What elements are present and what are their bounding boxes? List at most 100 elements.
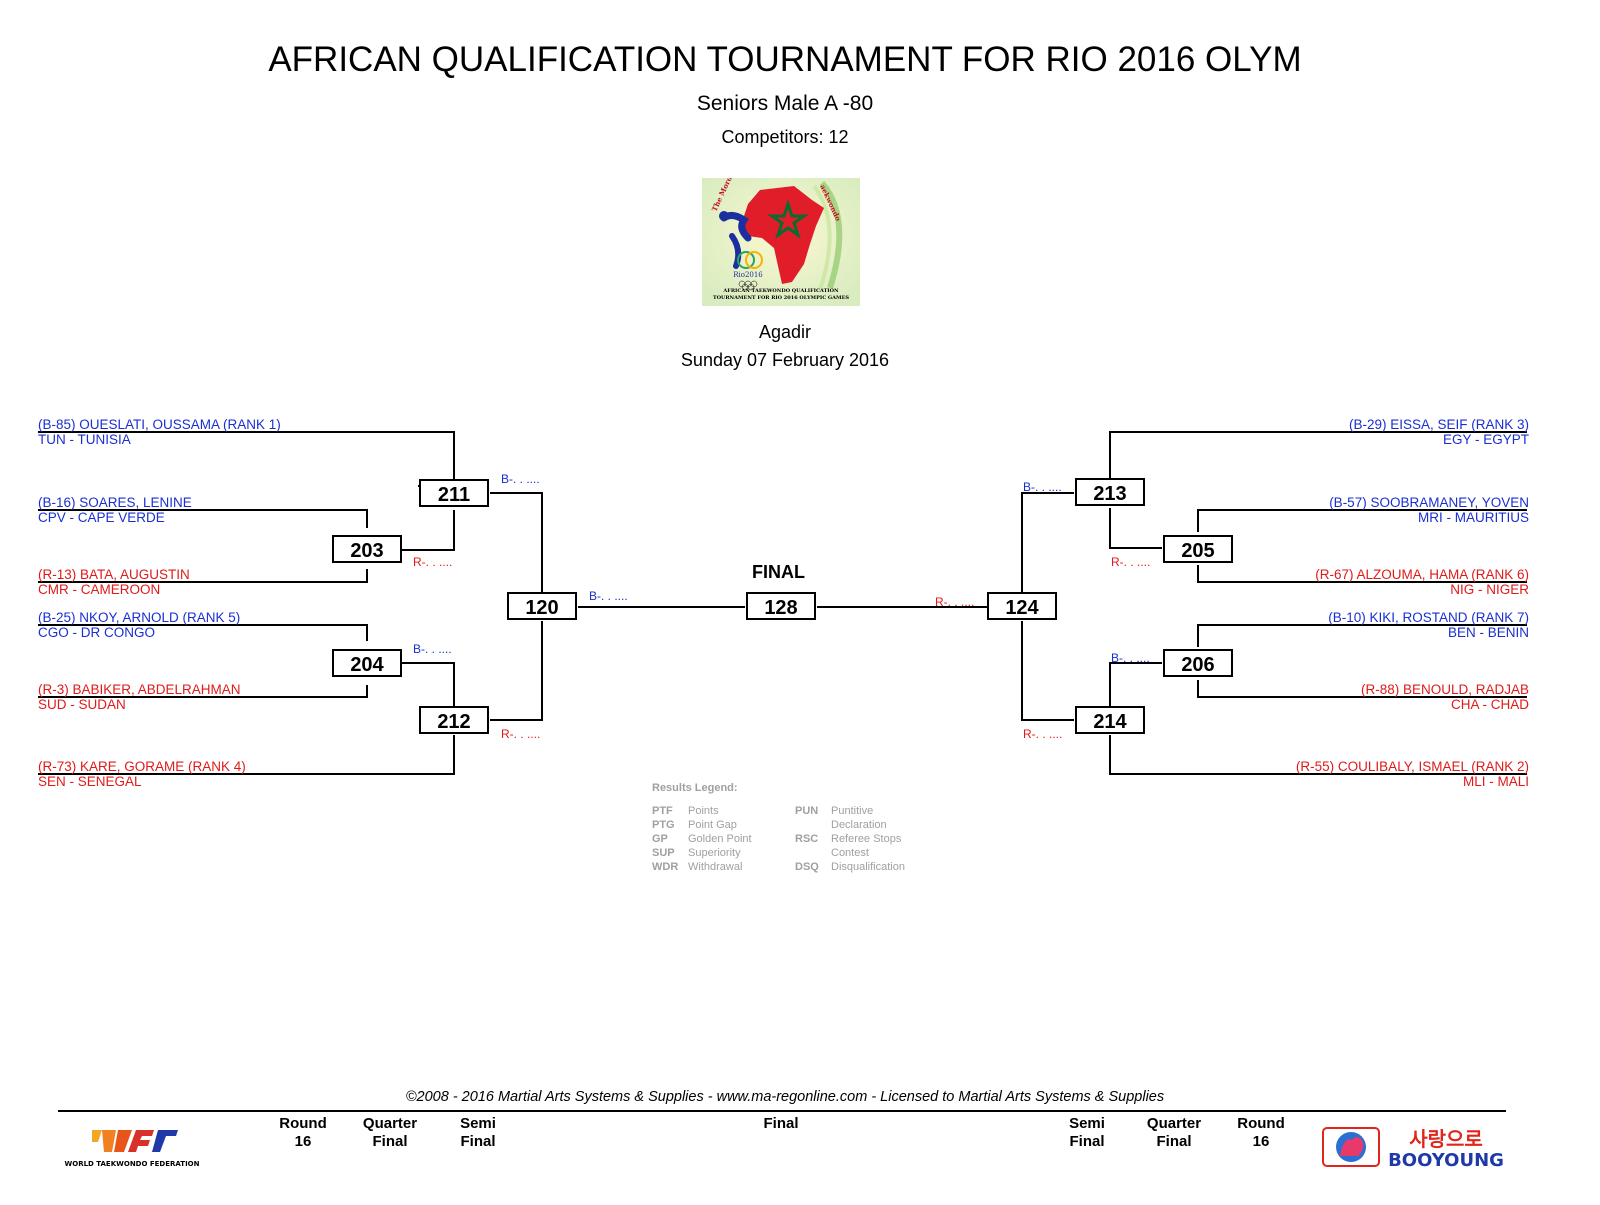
line-214-124: [1021, 621, 1074, 721]
competitor-name: (R-55) COULIBALY, ISMAEL (RANK 2): [1295, 759, 1529, 774]
competitor-right-5: (R-88) BENOULD, RADJAB CHA - CHAD: [1361, 682, 1529, 712]
line-babiker: [38, 685, 368, 698]
competitor-country: CPV - CAPE VERDE: [38, 510, 165, 525]
competitor-country: NIG - NIGER: [1450, 582, 1529, 597]
round-label-line2: Final: [372, 1133, 408, 1150]
legend-code: PTG: [652, 819, 675, 831]
legend-code: DSQ: [795, 861, 819, 873]
round-label-r16-right: Round 16: [1216, 1115, 1306, 1151]
legend-code: GP: [652, 833, 668, 845]
competitor-name: (R-13) BATA, AUGUSTIN: [38, 567, 190, 582]
round-label-qf-left: Quarter Final: [345, 1115, 435, 1151]
line-alzouma: [1197, 565, 1527, 583]
competitor-left-6: (R-73) KARE, GORAME (RANK 4) SEN - SENEG…: [38, 759, 246, 789]
match-box-203[interactable]: 203: [332, 535, 402, 563]
round-label-qf-right: Quarter Final: [1129, 1115, 1219, 1151]
final-label: FINAL: [752, 562, 805, 582]
round-label-line2: Final: [1156, 1133, 1192, 1150]
match-box-204[interactable]: 204: [332, 649, 402, 677]
match-box-120[interactable]: 120: [507, 592, 577, 620]
match-box-205[interactable]: 205: [1163, 535, 1233, 563]
competitor-name: (B-25) NKOY, ARNOLD (RANK 5): [38, 610, 241, 625]
line-203-211: [402, 510, 455, 551]
line-nkoy: [38, 624, 368, 641]
competitor-name: (R-3) BABIKER, ABDELRAHMAN: [38, 682, 241, 697]
result-213: B-. . ....: [1023, 480, 1062, 494]
line-206-214: [1109, 662, 1162, 706]
competitor-right-4: (B-10) KIKI, ROSTAND (RANK 7) BEN - BENI…: [1328, 610, 1529, 640]
page-title: AFRICAN QUALIFICATION TOURNAMENT FOR RIO…: [268, 40, 1302, 79]
competitor-country: SUD - SUDAN: [38, 697, 126, 712]
match-box-211[interactable]: 211: [419, 479, 489, 507]
logo-rio-text: Rio2016: [733, 271, 763, 279]
legend-title: Results Legend:: [652, 782, 738, 794]
legend-code: PUN: [795, 805, 819, 817]
line-213-124: [1021, 492, 1074, 592]
round-label-sf-right: Semi Final: [1042, 1115, 1132, 1151]
competitor-right-3: (R-67) ALZOUMA, HAMA (RANK 6) NIG - NIGE…: [1315, 567, 1529, 597]
competitor-name: (B-10) KIKI, ROSTAND (RANK 7): [1328, 610, 1529, 625]
competitor-country: CGO - DR CONGO: [38, 625, 155, 640]
category-label: Seniors Male A -80: [696, 92, 874, 115]
round-label-sf-left: Semi Final: [433, 1115, 523, 1151]
match-box-124[interactable]: 124: [987, 592, 1057, 620]
round-label-line1: Quarter: [1146, 1115, 1202, 1132]
venue: Agadir: [758, 322, 812, 342]
line-benould: [1197, 680, 1527, 698]
line-212-120: [490, 621, 543, 721]
round-label-line1: Round: [279, 1115, 327, 1132]
competitor-left-4: (B-25) NKOY, ARNOLD (RANK 5) CGO - DR CO…: [38, 610, 240, 640]
legend-desc: Referee Stops: [831, 833, 902, 845]
line-bata: [38, 569, 368, 583]
competitor-country: TUN - TUNISIA: [38, 432, 131, 447]
competitor-country: CHA - CHAD: [1450, 697, 1529, 712]
match-box-212[interactable]: 212: [419, 706, 489, 734]
legend-code: PTF: [652, 805, 673, 817]
wtf-caption: WORLD TAEKWONDO FEDERATION: [65, 1160, 200, 1168]
competitor-left-5: (R-3) BABIKER, ABDELRAHMAN SUD - SUDAN: [38, 682, 241, 712]
competitor-right-6: (R-55) COULIBALY, ISMAEL (RANK 2) MLI - …: [1296, 759, 1529, 789]
legend-desc: Golden Point: [688, 833, 752, 845]
legend-desc: Withdrawal: [688, 861, 743, 873]
line-kiki: [1197, 624, 1527, 647]
competitor-name: (R-67) ALZOUMA, HAMA (RANK 6): [1315, 567, 1529, 582]
competitor-country: MLI - MALI: [1462, 774, 1529, 789]
match-box-214[interactable]: 214: [1075, 706, 1145, 734]
legend-desc: Contest: [831, 847, 869, 859]
result-211: B-. . ....: [501, 472, 540, 486]
match-box-206[interactable]: 206: [1163, 649, 1233, 677]
round-label-line1: Round: [1237, 1115, 1285, 1132]
sponsor-name: BOOYOUNG: [1388, 1150, 1504, 1168]
round-label-line2: Final: [460, 1133, 496, 1150]
legend-desc: Points: [688, 805, 719, 817]
competitor-name: (B-16) SOARES, LENINE: [38, 495, 192, 510]
competitor-country: CMR - CAMEROON: [38, 582, 161, 597]
competitor-name: (R-73) KARE, GORAME (RANK 4): [38, 759, 246, 774]
competitor-name: (B-29) EISSA, SEIF (RANK 3): [1348, 417, 1529, 432]
result-214: R-. . ....: [1023, 727, 1063, 741]
competitor-name: (R-88) BENOULD, RADJAB: [1360, 682, 1529, 697]
competitor-country: BEN - BENIN: [1447, 625, 1529, 640]
legend-code: [795, 846, 831, 860]
competitor-right-2: (B-57) SOOBRAMANEY, YOVEN MRI - MAURITIU…: [1329, 495, 1529, 525]
competitor-country: EGY - EGYPT: [1442, 432, 1529, 447]
copyright-notice: ©2008 - 2016 Martial Arts Systems & Supp…: [405, 1089, 1165, 1105]
competitor-right-1: (B-29) EISSA, SEIF (RANK 3) EGY - EGYPT: [1349, 417, 1529, 447]
line-eissa: [1109, 431, 1527, 478]
competitor-left-3: (R-13) BATA, AUGUSTIN CMR - CAMEROON: [38, 567, 190, 597]
match-box-213[interactable]: 213: [1075, 478, 1145, 506]
line-205-213: [1109, 508, 1162, 549]
competitor-left-1: (B-85) OUESLATI, OUSSAMA (RANK 1) TUN - …: [38, 417, 281, 447]
legend-code: [795, 818, 831, 832]
round-label-line1: Semi: [460, 1115, 496, 1132]
round-label-line2: 16: [294, 1133, 312, 1150]
legend-table: PTF Points PUN Puntitive PTG Point Gap D…: [652, 804, 909, 874]
round-label-final: Final: [736, 1115, 826, 1133]
wtf-logo: WORLD TAEKWONDO FEDERATION: [62, 1128, 202, 1170]
legend-desc: Disqualification: [831, 861, 905, 873]
result-212: R-. . ....: [501, 727, 541, 741]
legend-desc: Declaration: [831, 819, 887, 831]
match-box-128[interactable]: 128: [746, 592, 816, 620]
result-124: R-. . ....: [935, 595, 975, 609]
legend-desc: Point Gap: [688, 819, 737, 831]
